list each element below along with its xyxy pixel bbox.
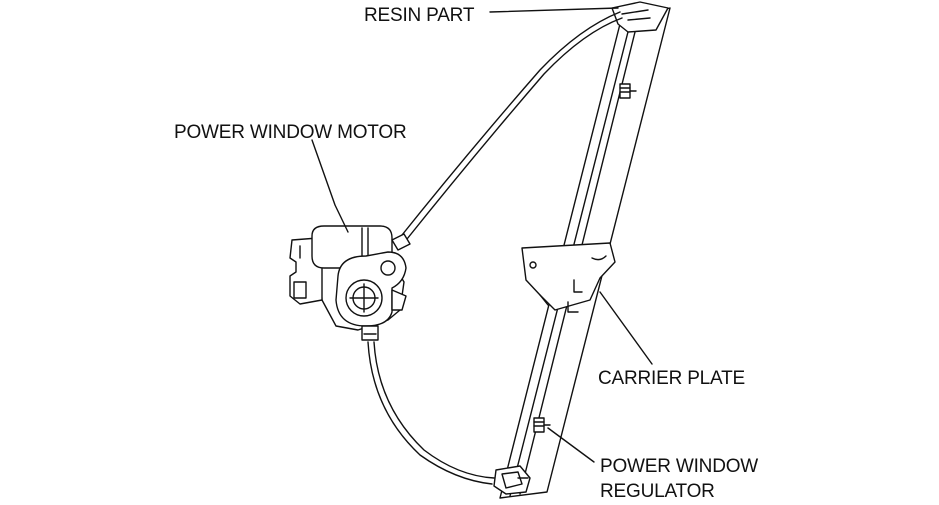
upper-bolt [619, 83, 637, 99]
upper-cable [397, 11, 623, 245]
lower-cable [367, 341, 495, 485]
carrier-plate-leader [599, 291, 653, 365]
lower-cable-end [493, 465, 531, 495]
resin-part-leader [489, 7, 619, 13]
resin-part-label: RESIN PART [364, 5, 475, 26]
power-window-motor-label: POWER WINDOW MOTOR [174, 122, 407, 143]
motor-leader [311, 139, 349, 233]
resin-part [611, 1, 669, 33]
power-window-regulator-label-line1: POWER WINDOW [600, 456, 759, 477]
power-window-regulator-label-line2: REGULATOR [600, 481, 715, 502]
carrier-plate-label: CARRIER PLATE [598, 368, 745, 389]
leader-lines [311, 7, 653, 463]
carrier-plate [521, 242, 616, 313]
power-window-motor [289, 225, 411, 341]
lower-bolt [533, 417, 551, 433]
regulator-leader [547, 427, 595, 463]
